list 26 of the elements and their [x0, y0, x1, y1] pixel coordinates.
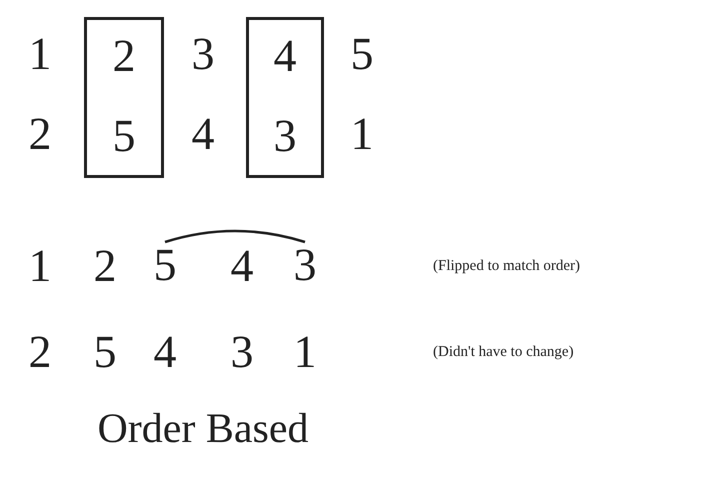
digit: 2 — [28, 326, 52, 378]
digit: 3 — [290, 240, 320, 290]
digit: 3 — [230, 326, 254, 378]
digit: 4 — [152, 326, 178, 378]
digit: 2 — [92, 240, 118, 292]
highlight-box — [246, 17, 324, 178]
digit: 2 — [112, 30, 136, 82]
arc-connector — [164, 230, 306, 244]
digit: 4 — [190, 108, 216, 160]
digit: 5 — [92, 326, 118, 378]
caption: Order Based — [96, 405, 310, 454]
digit: 3 — [272, 110, 298, 162]
digit: 2 — [28, 108, 52, 160]
digit: 3 — [190, 28, 216, 80]
digit: 1 — [28, 240, 52, 292]
digit: 1 — [292, 326, 318, 378]
note-text: (Didn't have to change) — [433, 343, 574, 361]
digit: 5 — [112, 110, 136, 162]
digit: 1 — [350, 108, 374, 160]
digit: 5 — [350, 28, 374, 80]
digit: 4 — [272, 30, 298, 82]
digit: 5 — [150, 240, 180, 290]
highlight-box — [84, 17, 164, 178]
digit: 4 — [230, 240, 254, 292]
note-text: (Flipped to match order) — [433, 257, 580, 275]
digit: 1 — [28, 28, 52, 80]
